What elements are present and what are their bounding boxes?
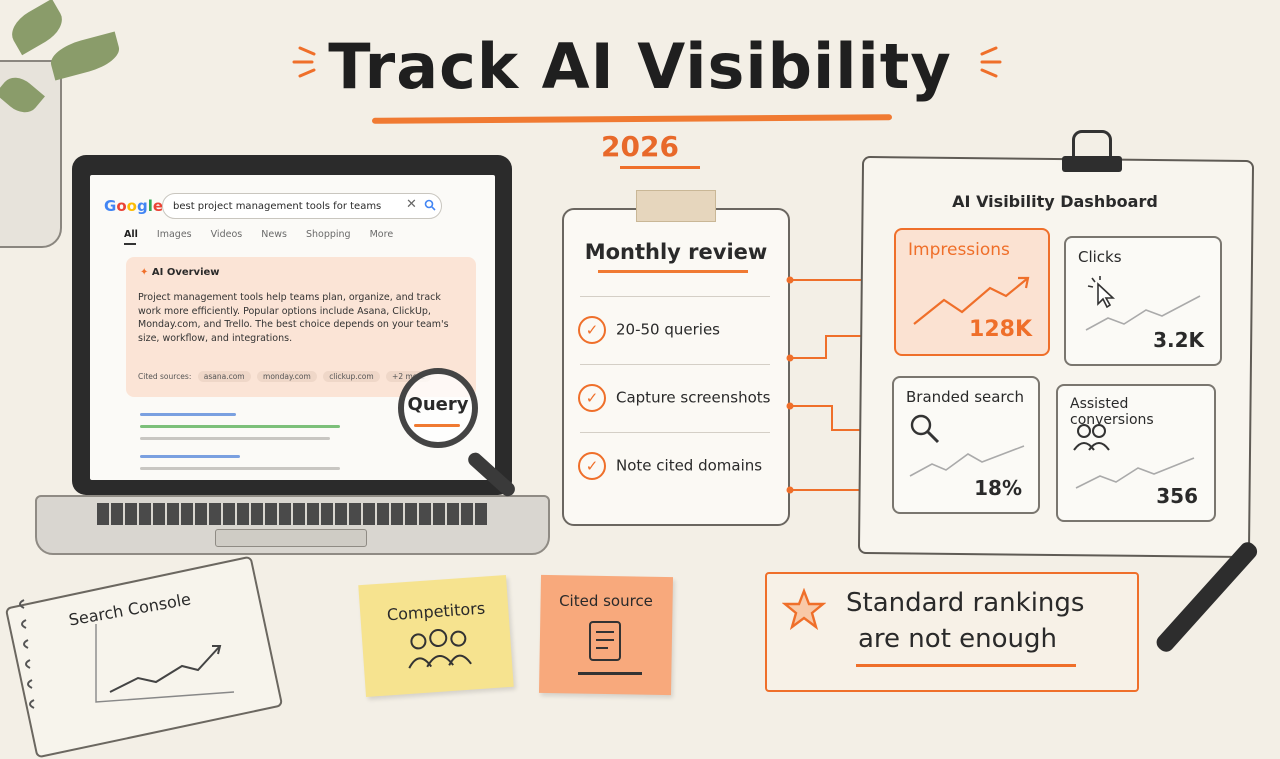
tile-value: 18% — [974, 476, 1022, 500]
tape — [636, 190, 716, 222]
tab-all[interactable]: All — [124, 229, 138, 240]
year-label: 2026 — [601, 130, 679, 163]
sparkline — [909, 445, 1025, 477]
divider — [580, 296, 770, 297]
ai-overview-title: AI Overview — [151, 267, 220, 278]
tab-images[interactable]: Images — [156, 229, 192, 240]
clicks-tile: Clicks 3.2K — [1064, 236, 1222, 366]
ai-overview-text: Project management tools help teams plan… — [138, 292, 449, 344]
impressions-tile: Impressions 128K — [894, 228, 1050, 356]
sparkle-decoration — [980, 46, 1002, 78]
cited-source-pill[interactable]: clickup.com — [323, 371, 380, 382]
tile-value: 128K — [969, 317, 1032, 342]
trackpad — [215, 529, 367, 547]
rankings-callout — [765, 572, 1139, 692]
cited-source-pill[interactable]: asana.com — [197, 371, 251, 382]
search-input[interactable]: best project management tools for teams — [162, 193, 442, 219]
review-item-label: 20-50 queries — [616, 320, 720, 339]
cursor-click-icon — [1087, 276, 1116, 308]
google-logo: Google — [104, 197, 164, 215]
cited-source-pill[interactable]: monday.com — [257, 371, 317, 382]
cited-sources: Cited sources: asana.com monday.com clic… — [138, 371, 431, 382]
callout-line-2: are not enough — [858, 624, 1057, 654]
tab-videos[interactable]: Videos — [210, 229, 243, 240]
assisted-conversions-tile: Assisted conversions 356 — [1056, 384, 1216, 522]
trend-up-arrow-icon — [913, 276, 1030, 325]
review-title: Monthly review — [584, 240, 768, 264]
result-placeholder — [140, 455, 240, 458]
result-placeholder — [140, 437, 330, 440]
tab-more[interactable]: More — [369, 229, 394, 240]
tile-label: Assisted conversions — [1070, 396, 1154, 428]
people-icon — [408, 629, 472, 669]
search-icon[interactable] — [424, 199, 436, 211]
sticky-underline — [578, 672, 642, 675]
review-item: ✓ Capture screenshots — [578, 384, 770, 412]
callout-underline — [856, 664, 1076, 667]
result-placeholder — [140, 467, 340, 470]
dashboard-title: AI Visibility Dashboard — [952, 192, 1158, 211]
sparkline — [1075, 457, 1195, 489]
tile-label: Branded search — [906, 388, 1025, 406]
star-icon — [782, 588, 826, 630]
tile-value: 356 — [1156, 484, 1198, 508]
branded-search-tile: Branded search 18% — [892, 376, 1040, 514]
review-item-label: Note cited domains — [616, 456, 763, 475]
tile-label: Clicks — [1078, 248, 1122, 266]
search-icon — [910, 414, 940, 444]
cited-label: Cited sources: — [138, 372, 192, 381]
tab-news[interactable]: News — [261, 229, 287, 240]
search-tabs: All Images Videos News Shopping More — [124, 229, 409, 240]
title-underline — [371, 114, 893, 124]
divider — [580, 364, 770, 365]
cited-source-pill[interactable]: +2 more — [386, 371, 431, 382]
laptop-keyboard — [35, 495, 550, 555]
review-item-label: Capture screenshots — [616, 388, 771, 407]
divider — [580, 432, 770, 433]
document-icon — [589, 621, 621, 661]
check-circle-icon: ✓ — [578, 452, 606, 480]
query-label: Query — [407, 394, 469, 415]
review-title-underline — [598, 270, 748, 273]
magnifier-icon — [398, 368, 478, 448]
check-circle-icon: ✓ — [578, 316, 606, 344]
check-circle-icon: ✓ — [578, 384, 606, 412]
tile-value: 3.2K — [1153, 328, 1204, 352]
sparkle-icon: ✦ — [140, 267, 149, 278]
review-item: ✓ 20-50 queries — [578, 316, 720, 344]
binder-clip-base — [1062, 156, 1122, 172]
ai-overview-heading: ✦ AI Overview — [140, 267, 220, 278]
people-icon — [1073, 424, 1110, 451]
notebook-spiral — [19, 599, 35, 709]
review-item: ✓ Note cited domains — [578, 452, 762, 480]
year-underline — [620, 166, 700, 169]
sparkle-decoration — [292, 46, 316, 78]
result-placeholder — [140, 413, 236, 416]
clear-icon[interactable]: ✕ — [406, 197, 417, 212]
page-title: Track AI Visibility — [328, 30, 952, 103]
notebook-chart — [95, 624, 235, 703]
tab-shopping[interactable]: Shopping — [305, 229, 351, 240]
tile-label: Impressions — [908, 240, 1010, 260]
keyboard — [97, 503, 487, 525]
sticky-note-label: Cited source — [559, 592, 653, 610]
tab-active-underline — [124, 243, 136, 245]
sparkline — [1085, 295, 1201, 331]
query-underline — [414, 424, 460, 427]
result-placeholder — [140, 425, 340, 428]
callout-line-1: Standard rankings — [846, 588, 1085, 618]
